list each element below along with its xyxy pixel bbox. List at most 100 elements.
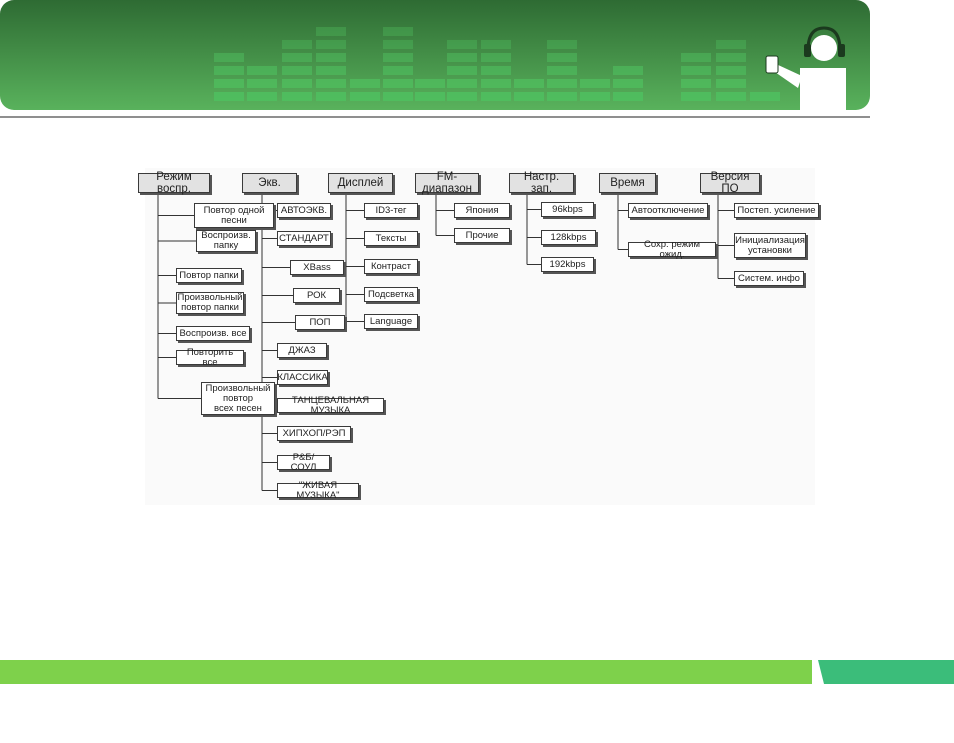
equalizer-bar — [247, 66, 277, 75]
menu-option: Произвольный повтор всех песен — [201, 382, 275, 415]
equalizer-bar — [716, 53, 746, 62]
equalizer-bar — [383, 79, 413, 88]
menu-option: Инициализация установки — [734, 233, 806, 258]
equalizer-bar — [214, 92, 244, 101]
equalizer-bars — [214, 27, 780, 101]
equalizer-bar — [580, 92, 610, 101]
equalizer-bar — [383, 40, 413, 49]
menu-option: Воспроизв. все — [176, 326, 250, 341]
equalizer-bar — [383, 66, 413, 75]
equalizer-bar — [316, 40, 346, 49]
menu-option: ID3-тег — [364, 203, 418, 218]
equalizer-bar — [481, 92, 511, 101]
menu-option: Систем. инфо — [734, 271, 804, 286]
equalizer-bar — [282, 79, 312, 88]
equalizer-bar — [247, 79, 277, 88]
equalizer-bar — [750, 92, 780, 101]
equalizer-bar — [547, 92, 577, 101]
menu-option: Подсветка — [364, 287, 418, 302]
menu-option: Повторить все — [176, 347, 244, 367]
equalizer-bar — [282, 53, 312, 62]
equalizer-bar — [481, 79, 511, 88]
equalizer-bar — [716, 92, 746, 101]
menu-category: Настр. зап. — [509, 171, 574, 195]
menu-option: ТАНЦЕВАЛЬНАЯ МУЗЫКА — [277, 395, 384, 415]
equalizer-bar — [514, 79, 544, 88]
equalizer-bar — [613, 92, 643, 101]
equalizer-bar — [350, 79, 380, 88]
equalizer-bar — [514, 92, 544, 101]
equalizer-bar — [481, 40, 511, 49]
menu-option: РОК — [293, 288, 340, 303]
menu-option: Р&Б/СОУЛ — [277, 452, 330, 472]
equalizer-bar — [447, 92, 477, 101]
equalizer-bar — [214, 53, 244, 62]
menu-option: Автоотключение — [628, 203, 708, 218]
equalizer-bar — [547, 40, 577, 49]
equalizer-bar — [282, 92, 312, 101]
menu-option: Тексты — [364, 231, 418, 246]
menu-option: Language — [364, 314, 418, 329]
menu-category: Время — [599, 173, 656, 193]
equalizer-bar — [316, 79, 346, 88]
equalizer-bar — [214, 79, 244, 88]
equalizer-bar — [316, 53, 346, 62]
header-banner — [0, 0, 870, 110]
menu-option: КЛАССИКА — [277, 370, 328, 385]
equalizer-bar — [383, 53, 413, 62]
equalizer-bar — [613, 79, 643, 88]
equalizer-bar — [547, 53, 577, 62]
menu-category: Дисплей — [328, 173, 393, 193]
equalizer-bar — [415, 79, 445, 88]
menu-option: XBass — [290, 260, 344, 275]
menu-category: FM-диапазон — [415, 171, 479, 195]
equalizer-bar — [247, 92, 277, 101]
equalizer-bar — [383, 27, 413, 36]
footer-stripe — [0, 660, 812, 684]
menu-category: Версия ПО — [700, 171, 760, 195]
menu-option: Постеп. усиление — [734, 203, 819, 218]
equalizer-bar — [447, 53, 477, 62]
equalizer-bar — [316, 92, 346, 101]
equalizer-bar — [681, 92, 711, 101]
menu-category: Режим воспр. — [138, 171, 210, 195]
menu-option: 96kbps — [541, 202, 594, 217]
equalizer-bar — [415, 92, 445, 101]
menu-option: ПОП — [295, 315, 345, 330]
equalizer-bar — [613, 66, 643, 75]
menu-option: Воспроизв. папку — [196, 230, 256, 252]
headphone-person-icon — [765, 26, 846, 110]
equalizer-bar — [716, 66, 746, 75]
menu-option: 192kbps — [541, 257, 594, 272]
footer-bar — [0, 660, 954, 684]
menu-option: Повтор одной песни — [194, 203, 274, 228]
menu-option: ДЖАЗ — [277, 343, 327, 358]
menu-option: СТАНДАРТ — [277, 231, 331, 246]
equalizer-bar — [716, 79, 746, 88]
menu-category: Экв. — [242, 173, 297, 193]
equalizer-bar — [447, 79, 477, 88]
menu-option: ХИПХОП/РЭП — [277, 426, 351, 441]
menu-option: "ЖИВАЯ МУЗЫКА" — [277, 480, 359, 500]
menu-option: Произвольный повтор папки — [176, 292, 244, 314]
equalizer-bar — [447, 66, 477, 75]
equalizer-bar — [447, 40, 477, 49]
equalizer-bar — [681, 66, 711, 75]
menu-option: Сохр. режим ожид. — [628, 239, 716, 259]
equalizer-bar — [316, 66, 346, 75]
equalizer-bar — [681, 79, 711, 88]
equalizer-bar — [316, 27, 346, 36]
header-divider — [0, 116, 870, 118]
menu-option: Контраст — [364, 259, 418, 274]
menu-option: АВТОЭКВ. — [277, 203, 331, 218]
equalizer-bar — [214, 66, 244, 75]
equalizer-bar — [481, 53, 511, 62]
equalizer-bar — [350, 92, 380, 101]
equalizer-bar — [383, 92, 413, 101]
footer-tab — [818, 660, 954, 684]
menu-option: Япония — [454, 203, 510, 218]
equalizer-bar — [282, 40, 312, 49]
menu-option: 128kbps — [541, 230, 596, 245]
equalizer-bar — [681, 53, 711, 62]
